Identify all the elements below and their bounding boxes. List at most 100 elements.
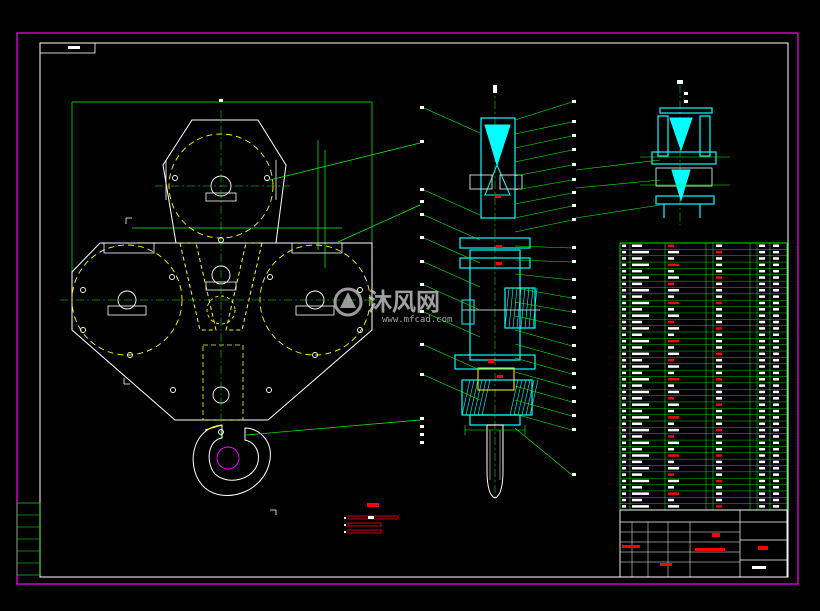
side-leader-5: [514, 179, 573, 191]
table-mat-29: [759, 428, 765, 432]
table-mat-28: [759, 422, 765, 425]
bolt-hole-12: [80, 287, 86, 293]
side-leader-18: [514, 371, 573, 389]
side-section-view: [420, 85, 576, 500]
side-left-callout-5: [420, 283, 424, 286]
side-left-callout-8: [420, 373, 424, 376]
side-callout-14: [572, 326, 576, 329]
side-leader-8: [514, 219, 573, 233]
table-code-14: [632, 333, 642, 336]
table-code-34: [632, 460, 642, 464]
table-mat-33: [759, 454, 765, 457]
table-code-35: [632, 467, 649, 470]
table-name-4: [668, 269, 674, 273]
table-code-2: [632, 257, 642, 260]
table-mat-5: [759, 276, 765, 279]
callout-number-0: [420, 140, 424, 143]
table-mat-12: [759, 320, 765, 324]
side-left-leader-1: [423, 189, 481, 216]
table-name-32: [668, 447, 674, 451]
table-num-19: [622, 365, 626, 368]
table-mat-22: [759, 384, 765, 387]
side-callout-8: [572, 218, 576, 221]
table-qty-5: [716, 276, 722, 279]
side-block-left: [469, 174, 493, 190]
table-code-6: [632, 282, 642, 286]
table-note-25: [773, 403, 779, 406]
table-note-12: [773, 320, 779, 324]
top-dim-1: [684, 92, 688, 95]
table-mat-17: [759, 352, 765, 356]
note-num: [368, 516, 374, 519]
table-note-1: [773, 250, 779, 254]
table-name-16: [668, 346, 674, 349]
table-name-22: [668, 384, 674, 387]
side-leader-22: [514, 427, 573, 476]
watermark-brand: 沐风网: [368, 288, 440, 316]
table-code-8: [632, 295, 642, 298]
bolt-hole-2: [169, 274, 175, 280]
table-mat-11: [759, 314, 765, 317]
title-red-2: [758, 546, 768, 550]
lower-flange: [454, 354, 536, 370]
side-left-callout-1: [420, 188, 424, 191]
side-leader-9: [514, 245, 573, 249]
outer-frame: [16, 32, 799, 585]
table-code-20: [632, 371, 642, 375]
table-code-27: [632, 416, 649, 419]
side-left-leader-4: [423, 261, 481, 288]
table-qty-32: [716, 447, 722, 451]
red-mark-0: [495, 195, 501, 198]
table-num-34: [622, 460, 626, 464]
table-mat-6: [759, 282, 765, 286]
table-code-41: [632, 505, 649, 508]
table-qty-31: [716, 441, 722, 445]
table-note-19: [773, 365, 779, 368]
table-qty-34: [716, 460, 722, 464]
table-mat-32: [759, 447, 765, 451]
side-callout-21: [572, 428, 576, 431]
table-qty-14: [716, 333, 722, 336]
table-name-12: [668, 320, 674, 324]
table-qty-15: [716, 339, 722, 343]
leader-1: [269, 142, 421, 181]
table-note-7: [773, 289, 779, 292]
hook-shank: [486, 424, 504, 499]
table-code-4: [632, 269, 642, 273]
side-left-leader-7: [423, 344, 481, 371]
table-name-23: [668, 390, 679, 394]
table-code-23: [632, 390, 649, 394]
lower-nut: [477, 367, 515, 391]
table-name-11: [668, 314, 679, 317]
table-mat-25: [759, 403, 765, 406]
table-num-14: [622, 333, 626, 336]
table-num-35: [622, 467, 626, 470]
center-dashed: [206, 295, 236, 325]
table-code-10: [632, 308, 642, 311]
table-num-21: [622, 378, 626, 381]
table-name-24: [668, 397, 674, 400]
table-num-32: [622, 447, 626, 451]
side-leader-19: [514, 385, 573, 403]
top-mid-plate: [651, 151, 717, 165]
table-code-17: [632, 352, 649, 356]
table-qty-13: [716, 327, 722, 330]
table-qty-0: [716, 244, 722, 247]
side-left-leader-8: [423, 374, 481, 401]
table-num-12: [622, 320, 626, 324]
table-code-1: [632, 250, 649, 254]
table-qty-2: [716, 257, 722, 260]
table-qty-36: [716, 473, 722, 476]
table-mat-23: [759, 390, 765, 394]
title-red-3: [622, 545, 640, 548]
table-note-2: [773, 257, 779, 260]
side-leader-7: [514, 205, 573, 219]
table-mat-34: [759, 460, 765, 464]
side-leader-21: [514, 413, 573, 431]
table-name-18: [668, 358, 674, 362]
table-mat-27: [759, 416, 765, 419]
table-code-21: [632, 378, 649, 381]
table-code-15: [632, 339, 649, 343]
table-name-38: [668, 486, 674, 489]
table-qty-1: [716, 250, 722, 254]
